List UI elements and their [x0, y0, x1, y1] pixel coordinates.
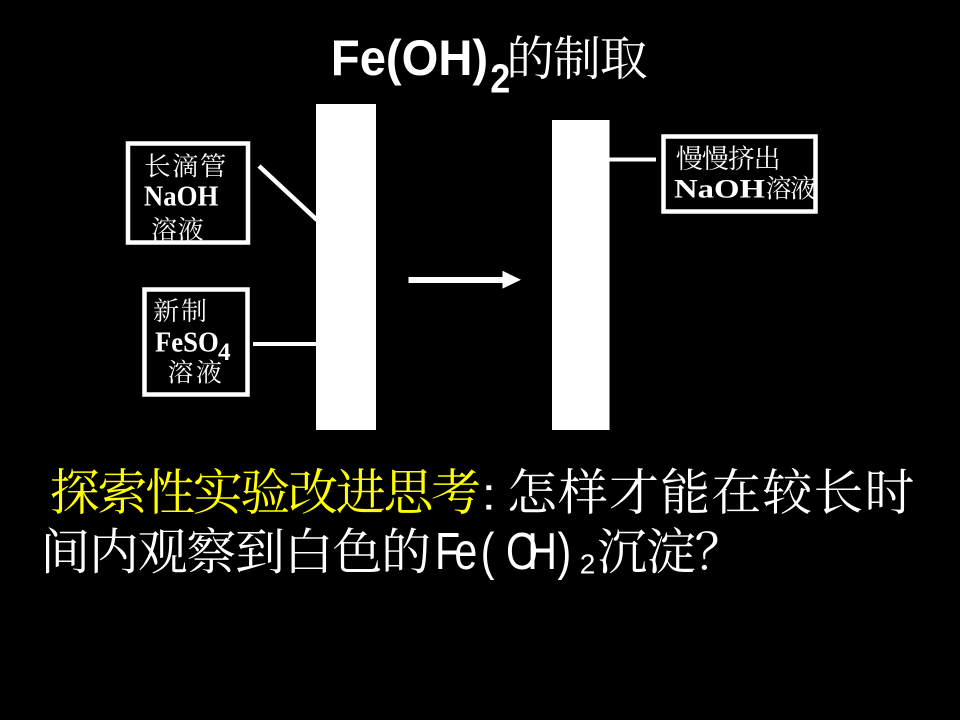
svg-text:2: 2 [580, 548, 596, 579]
svg-text:Fe(OH): Fe(OH) [435, 522, 571, 579]
svg-text:FeSO: FeSO [155, 328, 219, 359]
svg-text:Fe(OH): Fe(OH) [331, 29, 488, 86]
svg-text:NaOH: NaOH [144, 182, 219, 213]
svg-text:2: 2 [490, 56, 510, 102]
svg-text:NaOH: NaOH [674, 175, 765, 204]
svg-text:4: 4 [218, 339, 231, 366]
